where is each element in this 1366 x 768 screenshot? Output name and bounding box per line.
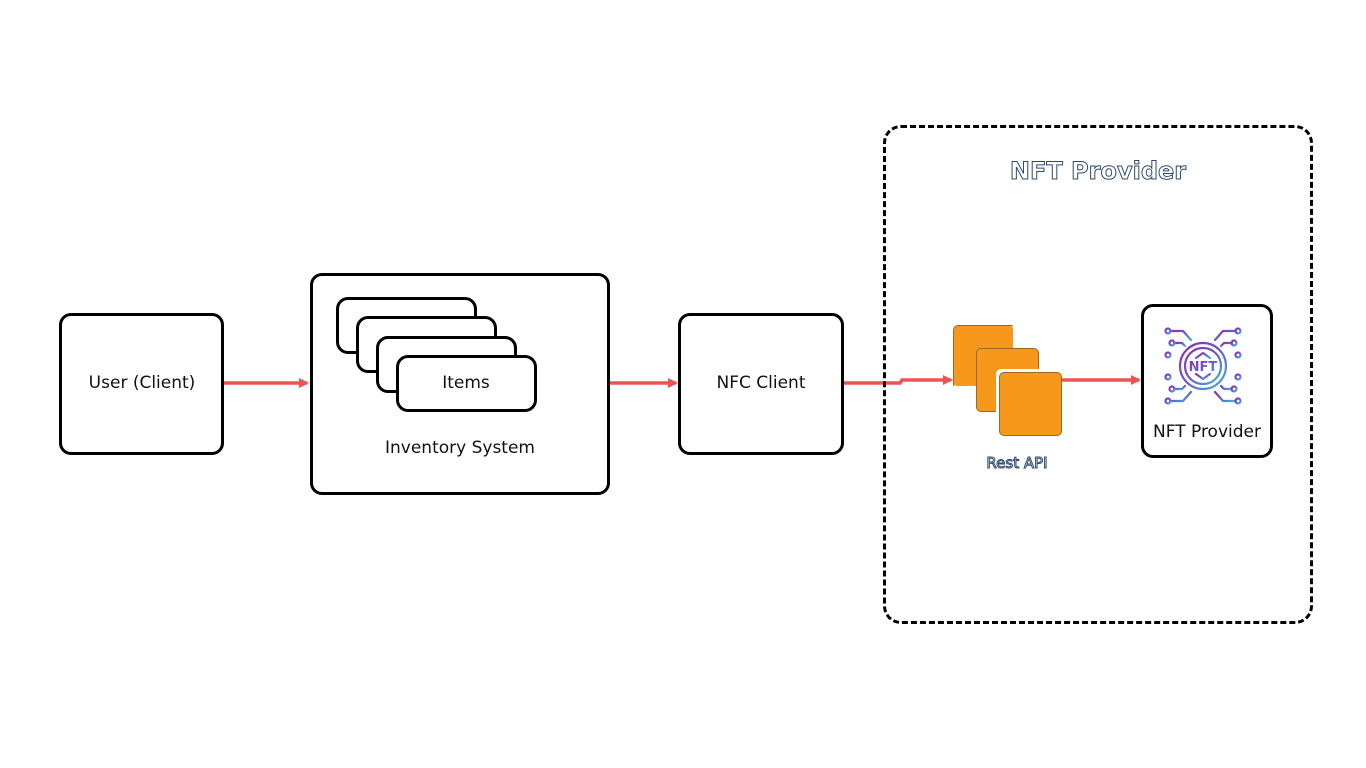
nft-chip-icon: NFT <box>1164 327 1242 405</box>
items-node[interactable] <box>396 355 537 412</box>
items-label: Items <box>442 373 490 393</box>
user-client-node[interactable] <box>59 313 224 455</box>
inventory-system-label: Inventory System <box>385 438 535 458</box>
nft-provider-group-title: NFT Provider <box>1009 157 1187 186</box>
nft-provider-label: NFT Provider <box>1153 422 1261 442</box>
nft-provider-group[interactable] <box>883 125 1313 624</box>
nfc-client-label: NFC Client <box>716 373 806 393</box>
user-client-label: User (Client) <box>88 373 196 393</box>
rest-api-icon[interactable] <box>953 325 1063 440</box>
nfc-client-node[interactable] <box>678 313 844 455</box>
api-block-front <box>999 372 1062 436</box>
nft-icon-text: NFT <box>1189 360 1218 375</box>
nft-provider-node[interactable] <box>1141 304 1273 458</box>
rest-api-label: Rest API <box>986 454 1048 473</box>
